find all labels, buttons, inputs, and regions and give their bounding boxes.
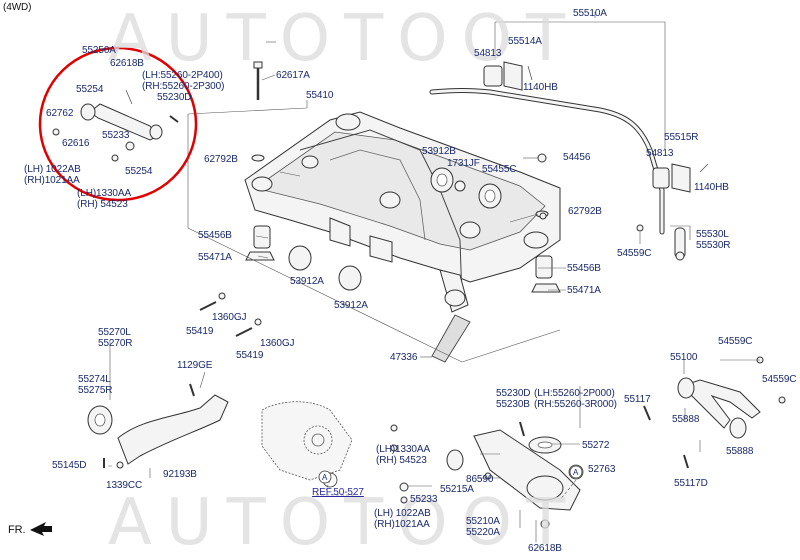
label-55117D: 55117D bbox=[674, 478, 708, 489]
label-53912A-b: 53912A bbox=[334, 300, 368, 311]
label-1140HB-mid: 1140HB bbox=[694, 182, 729, 193]
variant-label: (4WD) bbox=[3, 2, 32, 13]
label-54456: 54456 bbox=[563, 152, 591, 163]
label-1129GE: 1129GE bbox=[177, 360, 213, 371]
label-1360GJ-b: 1360GJ bbox=[260, 338, 295, 349]
label-1731JF: 1731JF bbox=[447, 158, 480, 169]
ref-marker-circle-left bbox=[318, 470, 332, 484]
label-53912B: 53912B bbox=[422, 146, 456, 157]
trailing-arm bbox=[87, 383, 229, 469]
label-55274L: 55274L bbox=[78, 374, 111, 385]
subframe-bushings bbox=[245, 61, 561, 293]
label-rh-54523-bot: (RH) 54523 bbox=[376, 455, 427, 466]
label-55270L: 55270L bbox=[98, 327, 131, 338]
leader-lines bbox=[108, 12, 760, 542]
ref-marker-right: A bbox=[573, 468, 579, 477]
watermark-top: AUTOTOOT bbox=[108, 2, 580, 76]
label-54813-top: 54813 bbox=[474, 48, 502, 59]
label-rh-1021AA-bot: (RH)1021AA bbox=[374, 519, 430, 530]
label-55220A: 55220A bbox=[466, 527, 500, 538]
ref-marker-circle-right bbox=[569, 465, 583, 479]
label-53912A-a: 53912A bbox=[290, 276, 324, 287]
front-direction-label: FR. bbox=[8, 524, 26, 536]
label-55230D-bot: 55230D bbox=[496, 388, 531, 399]
label-86590: 86590 bbox=[466, 474, 494, 485]
front-arrow-icon bbox=[30, 522, 52, 536]
label-55888-a: 55888 bbox=[672, 414, 700, 425]
label-54813-mid: 54813 bbox=[646, 148, 674, 159]
label-1140HB-top: 1140HB bbox=[523, 82, 558, 93]
label-55145D: 55145D bbox=[52, 460, 87, 471]
label-55471A-right: 55471A bbox=[567, 285, 601, 296]
label-55100: 55100 bbox=[670, 352, 698, 363]
label-55456B-left: 55456B bbox=[198, 230, 232, 241]
label-54559C-a: 54559C bbox=[718, 336, 753, 347]
label-55272: 55272 bbox=[582, 440, 610, 451]
label-1360GJ-a: 1360GJ bbox=[212, 312, 247, 323]
label-55275R: 55275R bbox=[78, 385, 113, 396]
label-62618B-bot: 62618B bbox=[528, 543, 562, 554]
label-52763: 52763 bbox=[588, 464, 616, 475]
lower-arm bbox=[399, 421, 581, 529]
label-55254-b: 55254 bbox=[125, 166, 153, 177]
label-54559C-b: 54559C bbox=[762, 374, 797, 385]
label-lh-1022AB-bot: (LH) 1022AB bbox=[374, 508, 431, 519]
label-55530L: 55530L bbox=[696, 229, 729, 240]
label-62618B-top: 62618B bbox=[110, 58, 144, 69]
label-55456B-right: 55456B bbox=[567, 263, 601, 274]
label-55515R: 55515R bbox=[664, 132, 699, 143]
label-92193B: 92193B bbox=[163, 469, 197, 480]
subframe bbox=[244, 111, 561, 363]
label-lh-1330AA-bot: (LH)1330AA bbox=[376, 444, 431, 455]
label-55471A-left: 55471A bbox=[198, 252, 232, 263]
label-rh-54523-top: (RH) 54523 bbox=[77, 199, 128, 210]
label-55888-b: 55888 bbox=[726, 446, 754, 457]
label-55250A: 55250A bbox=[82, 45, 116, 56]
label-55233-top: 55233 bbox=[102, 130, 130, 141]
label-55530R: 55530R bbox=[696, 240, 731, 251]
label-lh-55260-2P400: (LH:55260-2P400) bbox=[142, 70, 223, 81]
label-55210A: 55210A bbox=[466, 516, 500, 527]
label-62617A: 62617A bbox=[276, 70, 310, 81]
label-55455C: 55455C bbox=[482, 164, 517, 175]
ref-marker-left: A bbox=[322, 473, 328, 482]
label-rh-55260-2P300: (RH:55260-2P300) bbox=[142, 81, 225, 92]
stabilizer-bar bbox=[429, 61, 709, 261]
label-55514A: 55514A bbox=[508, 36, 542, 47]
label-lh-55260-2P000: (LH:55260-2P000) bbox=[534, 388, 615, 399]
label-rh-1021AA-top: (RH)1021AA bbox=[24, 175, 80, 186]
label-55117: 55117 bbox=[624, 394, 651, 405]
lateral-link bbox=[52, 89, 179, 162]
label-55230D-top: 55230D bbox=[157, 92, 192, 103]
label-55270R: 55270R bbox=[98, 338, 133, 349]
label-rh-55260-3R000: (RH:55260-3R000) bbox=[534, 399, 617, 410]
label-62792B-right: 62792B bbox=[568, 206, 602, 217]
label-55233-bot: 55233 bbox=[410, 494, 438, 505]
label-55254-a: 55254 bbox=[76, 84, 104, 95]
upper-arm bbox=[643, 356, 786, 469]
label-55230B: 55230B bbox=[496, 399, 530, 410]
label-55419-b: 55419 bbox=[236, 350, 264, 361]
highlight-circle bbox=[38, 46, 198, 202]
label-55410: 55410 bbox=[306, 90, 334, 101]
label-47336: 47336 bbox=[390, 352, 418, 363]
label-55510A: 55510A bbox=[573, 8, 607, 19]
fasteners bbox=[199, 212, 547, 480]
label-62762: 62762 bbox=[46, 108, 74, 119]
label-55215A: 55215A bbox=[440, 484, 474, 495]
label-62792B-left: 62792B bbox=[204, 154, 238, 165]
label-lh-1022AB: (LH) 1022AB bbox=[24, 164, 81, 175]
watermark-bottom: AUTOTOOT bbox=[108, 486, 580, 560]
ref-link[interactable]: REF.50-527 bbox=[312, 487, 364, 498]
label-62616: 62616 bbox=[62, 138, 90, 149]
label-1339CC: 1339CC bbox=[106, 480, 143, 491]
label-54559C-right: 54559C bbox=[617, 248, 652, 259]
label-lh-1330AA-top: (LH)1330AA bbox=[77, 188, 132, 199]
label-55419-a: 55419 bbox=[186, 326, 214, 337]
